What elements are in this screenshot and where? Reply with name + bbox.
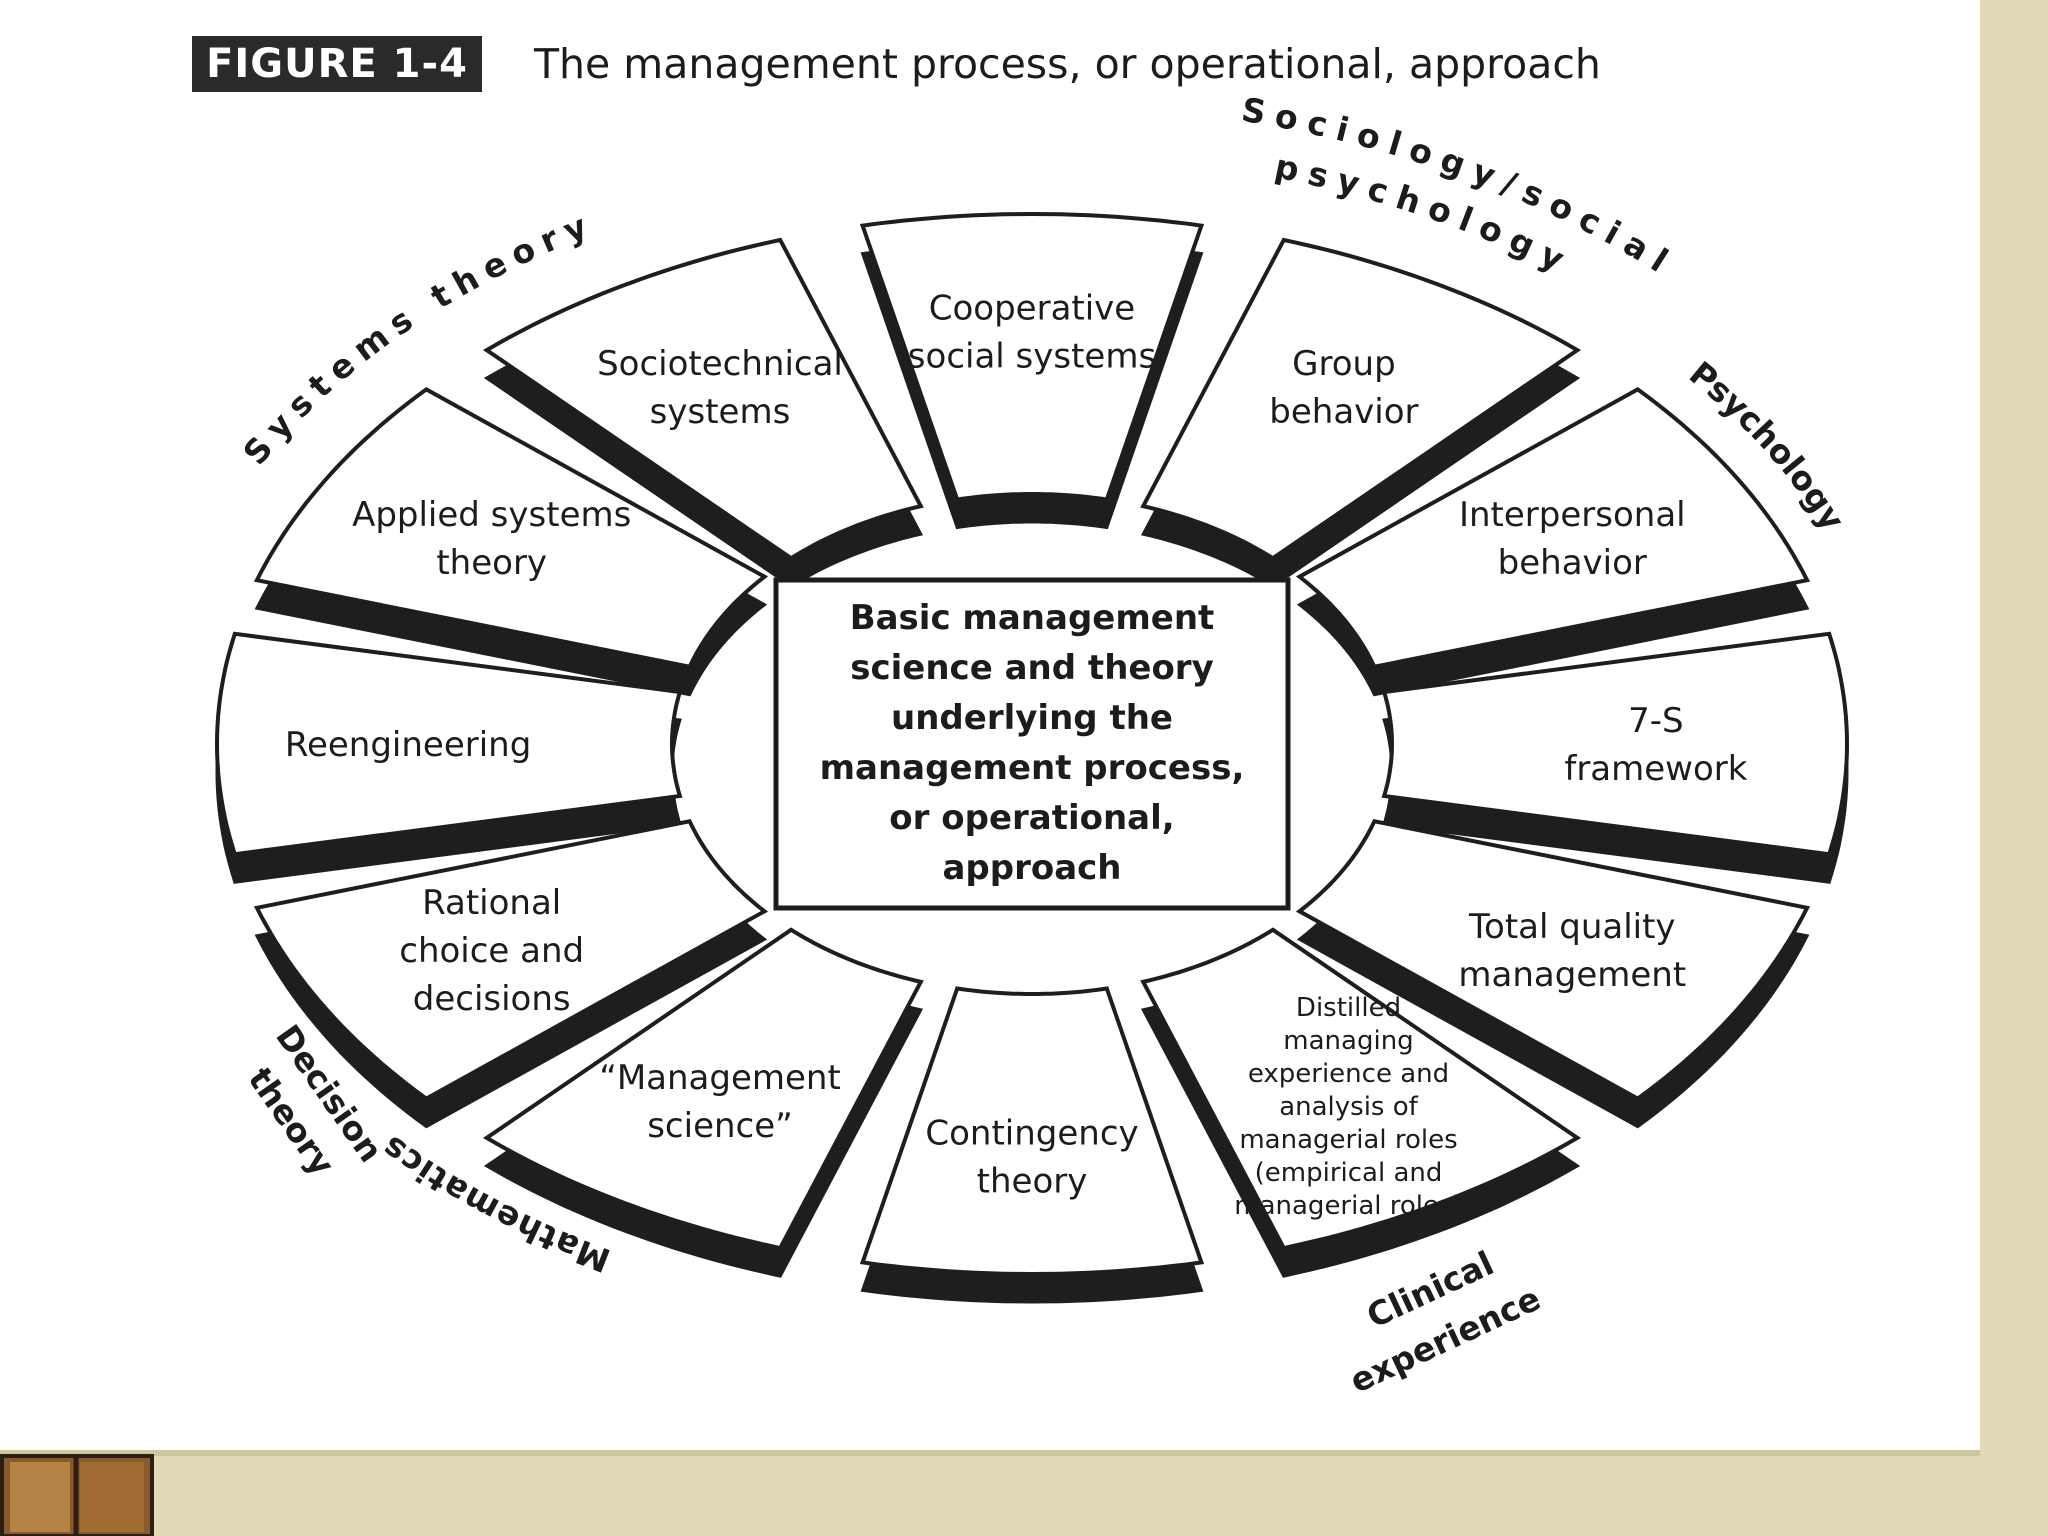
segment-label-rational-choice-and-decisions: Rational (422, 883, 561, 923)
segment-label-7-s-framework: framework (1564, 749, 1747, 789)
segment-label-distilled-managing-experience: experience and (1248, 1059, 1449, 1089)
figure-label: FIGURE 1-4 (192, 36, 482, 92)
segment-total-quality-management (1295, 819, 1811, 1101)
segment-label-total-quality-management: management (1458, 955, 1686, 995)
segment-label-distilled-managing-experience: managing (1283, 1026, 1413, 1056)
wheel-segments (214, 211, 1850, 1304)
segment-label-distilled-managing-experience: managerial roles) (1234, 1191, 1462, 1221)
segment-interpersonal-behavior (1295, 387, 1811, 669)
segment-7-s-framework (1381, 631, 1850, 857)
segment-applied-systems-theory (253, 387, 769, 669)
center-text-line: Basic management (850, 598, 1215, 638)
segment-label-rational-choice-and-decisions: choice and (399, 931, 584, 971)
segment-label-distilled-managing-experience: analysis of (1279, 1092, 1418, 1122)
segment-label-cooperative-social-systems: Cooperative (929, 289, 1135, 329)
segment-label-total-quality-management: Total quality (1468, 907, 1676, 947)
segment-label-management-science: “Management (599, 1058, 841, 1098)
segment-sociotechnical-systems (482, 237, 924, 561)
segment-label-group-behavior: behavior (1269, 392, 1418, 432)
page-edge-shadow (0, 1450, 1980, 1456)
segment-label-cooperative-social-systems: social systems (908, 337, 1156, 377)
center-text-line: approach (942, 848, 1121, 888)
segment-label-7-s-framework: 7-S (1628, 701, 1683, 741)
slide-emblem-icon (0, 1454, 154, 1536)
segment-label-distilled-managing-experience: managerial roles (1239, 1125, 1457, 1155)
segment-management-science (482, 927, 924, 1251)
segment-label-contingency-theory: Contingency (925, 1113, 1138, 1153)
center-text-line: or operational, (889, 798, 1174, 838)
segment-distilled-managing-experience (1140, 927, 1582, 1251)
segment-label-group-behavior: Group (1292, 344, 1396, 384)
segment-label-distilled-managing-experience: Distilled (1296, 993, 1401, 1023)
segment-reengineering (214, 631, 683, 857)
segment-group-behavior (1140, 237, 1582, 561)
segment-label-contingency-theory: theory (977, 1161, 1088, 1201)
segment-cooperative-social-systems (859, 211, 1205, 502)
segment-label-management-science: science” (647, 1106, 793, 1146)
segment-label-applied-systems-theory: Applied systems (352, 495, 631, 535)
figure-title: The management process, or operational, … (534, 40, 1601, 88)
center-text-line: management process, (820, 748, 1245, 788)
segment-label-applied-systems-theory: theory (436, 543, 547, 583)
segment-label-reengineering: Reengineering (285, 725, 531, 765)
segment-label-sociotechnical-systems: systems (650, 392, 791, 432)
segment-contingency-theory (859, 986, 1205, 1277)
center-text-line: science and theory (850, 648, 1214, 688)
segment-label-interpersonal-behavior: Interpersonal (1459, 495, 1686, 535)
segment-label-interpersonal-behavior: behavior (1498, 543, 1647, 583)
center-box: Basic management science and theory unde… (773, 577, 1291, 911)
segment-rational-choice-and-decisions (253, 819, 769, 1101)
center-text-line: underlying the (891, 698, 1173, 738)
segment-label-rational-choice-and-decisions: decisions (413, 979, 571, 1019)
segment-label-distilled-managing-experience: (empirical and (1255, 1158, 1443, 1188)
segment-label-sociotechnical-systems: Sociotechnical (597, 344, 843, 384)
